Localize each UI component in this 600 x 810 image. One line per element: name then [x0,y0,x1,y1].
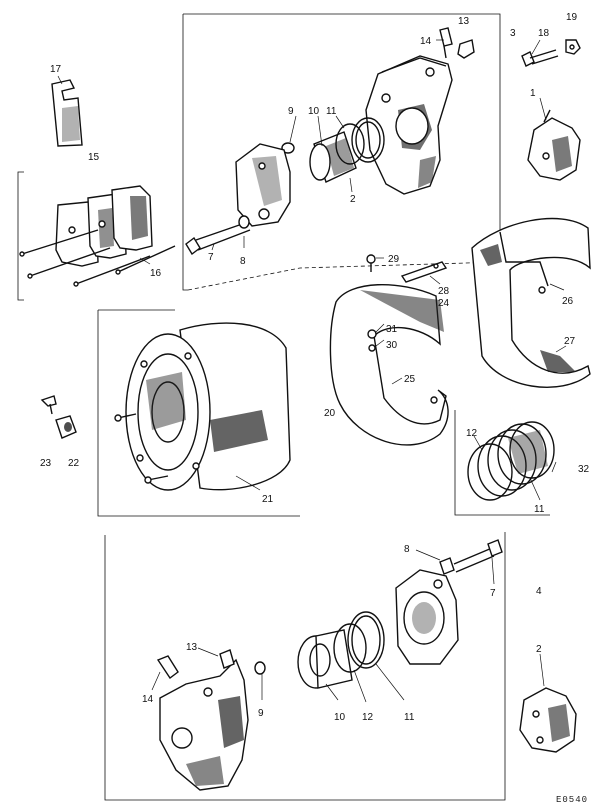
callout-17: 17 [50,64,62,75]
callout-18: 18 [538,28,550,39]
callout-3: 3 [510,28,516,39]
callout-26: 26 [562,296,574,307]
mounting-bolt-lower [439,539,503,575]
callout-24: 24 [438,298,450,309]
callout-29: 29 [388,254,400,265]
callout-1: 1 [530,88,536,99]
callout-9-lower: 9 [258,708,264,719]
callout-12-upper-right: 12 [466,428,478,439]
callout-7-upper: 7 [208,252,214,263]
caliper-mounting-bracket-upper [185,143,291,256]
piston-seals-upper [281,117,385,183]
callout-12-lower: 12 [362,712,374,723]
callout-7-lower: 7 [490,588,496,599]
callout-32: 32 [578,464,590,475]
callout-9-upper: 9 [288,106,294,117]
callout-15: 15 [88,152,100,163]
brake-pads [19,185,176,287]
caliper-half-upper [365,55,453,195]
mounting-bolt-upper [521,39,581,67]
piston-seals-lower [297,611,385,689]
callout-20: 20 [324,408,336,419]
callout-30: 30 [386,340,398,351]
callout-10-lower: 10 [334,712,346,723]
callout-13-lower: 13 [186,642,198,653]
callout-28: 28 [438,286,450,297]
pad-retaining-clip [51,79,83,147]
callout-11-seal-kit: 11 [534,504,545,515]
bleed-screw-upper [436,27,475,59]
callout-14-upper: 14 [420,36,432,47]
callout-14-lower: 14 [142,694,154,705]
piston-seal-kit [467,421,555,501]
callout-10-upper: 10 [308,106,320,117]
caliper-half-lower [156,649,266,791]
callout-11-upper: 11 [326,106,337,117]
callout-4: 4 [536,586,542,597]
callout-21: 21 [262,494,274,505]
callout-2-lower: 2 [536,644,542,655]
leader-lines [57,39,567,703]
callout-2-upper: 2 [350,194,356,205]
disc-bolt-and-nut [40,395,77,439]
caliper-assembly-right [527,109,581,181]
callout-27: 27 [564,336,576,347]
callout-23: 23 [40,458,52,469]
callout-16: 16 [150,268,162,279]
group-boundaries [17,13,550,801]
callout-8-upper: 8 [240,256,246,267]
callout-25: 25 [404,374,416,385]
callout-8-lower: 8 [404,544,410,555]
callout-19: 19 [566,12,578,23]
callout-13-upper: 13 [458,16,470,27]
brake-disc-hub [114,322,291,491]
caliper-assembly-lower-right [519,687,577,753]
shield-screw-and-clip [366,254,448,283]
callout-11-lower: 11 [404,712,415,723]
callout-31: 31 [386,324,398,335]
caliper-mounting-bracket-lower [395,569,459,665]
callout-labels: 17 15 16 13 14 3 18 19 1 9 10 11 2 7 8 2… [40,12,590,805]
splash-shield-right [471,217,591,388]
callout-22: 22 [68,458,80,469]
figure-code: E0540 [556,795,588,805]
splash-shield-left [329,283,449,446]
